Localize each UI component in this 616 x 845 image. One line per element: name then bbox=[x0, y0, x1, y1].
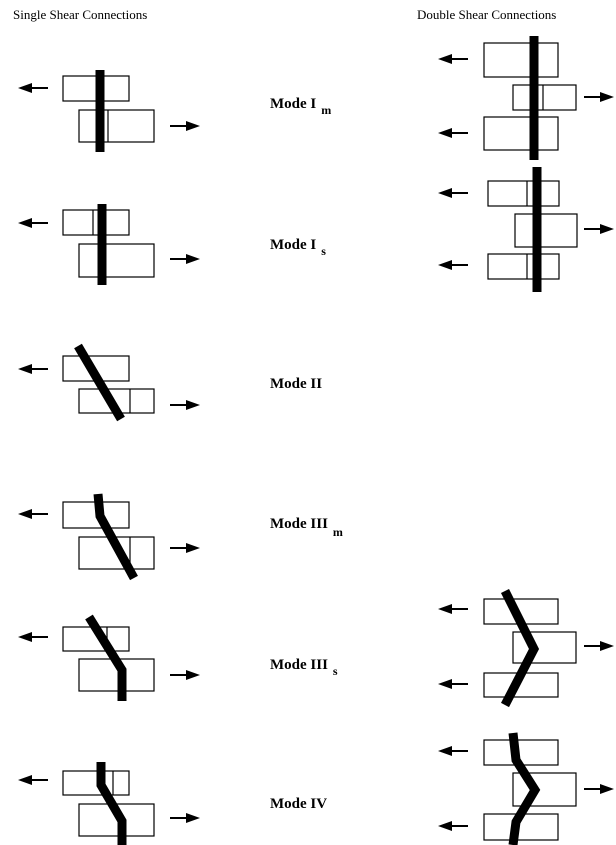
left-arrow-icon bbox=[17, 217, 49, 229]
right-arrow-icon bbox=[169, 812, 201, 824]
mode-label-6: Mode IV bbox=[270, 796, 327, 812]
left-arrow-icon bbox=[437, 259, 469, 271]
single-shear-mode-3 bbox=[17, 343, 201, 422]
lower-plate bbox=[78, 243, 155, 278]
fastener-icon bbox=[85, 614, 127, 701]
single-shear-mode-1 bbox=[17, 70, 201, 152]
left-arrow-icon bbox=[437, 678, 469, 690]
right-arrow-icon bbox=[169, 253, 201, 265]
left-arrow-icon bbox=[437, 53, 469, 65]
fastener-icon bbox=[93, 493, 138, 581]
right-arrow-icon bbox=[583, 783, 615, 795]
left-arrow-icon bbox=[437, 820, 469, 832]
middle-plate bbox=[512, 631, 577, 664]
single-shear-mode-6 bbox=[17, 762, 201, 845]
middle-plate bbox=[514, 213, 578, 248]
right-arrow-icon bbox=[169, 542, 201, 554]
bottom-plate bbox=[483, 116, 559, 151]
double-shear-mode-1 bbox=[437, 36, 615, 160]
right-arrow-icon bbox=[583, 640, 615, 652]
right-arrow-icon bbox=[583, 91, 615, 103]
fastener-icon bbox=[500, 588, 540, 708]
double-shear-mode-2 bbox=[437, 167, 615, 292]
single-shear-header: Single Shear Connections bbox=[13, 7, 147, 22]
mode-label-3: Mode II bbox=[270, 376, 322, 392]
upper-plate bbox=[62, 209, 130, 236]
single-shear-mode-4 bbox=[17, 493, 201, 581]
right-arrow-icon bbox=[169, 120, 201, 132]
single-shear-mode-5 bbox=[17, 614, 201, 701]
lower-plate bbox=[78, 109, 155, 143]
single-shear-mode-2 bbox=[17, 204, 201, 285]
fastener-icon bbox=[74, 343, 125, 422]
left-arrow-icon bbox=[17, 508, 49, 520]
left-arrow-icon bbox=[17, 631, 49, 643]
left-arrow-icon bbox=[437, 127, 469, 139]
left-arrow-icon bbox=[17, 363, 49, 375]
bottom-plate bbox=[487, 253, 560, 280]
top-plate bbox=[483, 42, 559, 78]
right-arrow-icon bbox=[583, 223, 615, 235]
fastener-icon bbox=[96, 762, 127, 845]
left-arrow-icon bbox=[437, 603, 469, 615]
top-plate bbox=[487, 180, 560, 207]
left-arrow-icon bbox=[17, 82, 49, 94]
left-arrow-icon bbox=[17, 774, 49, 786]
double-shear-mode-6 bbox=[437, 732, 615, 845]
double-shear-mode-5 bbox=[437, 588, 615, 708]
right-arrow-icon bbox=[169, 399, 201, 411]
middle-plate bbox=[512, 84, 577, 111]
double-shear-header: Double Shear Connections bbox=[417, 7, 556, 22]
upper-plate bbox=[62, 770, 130, 796]
left-arrow-icon bbox=[437, 745, 469, 757]
left-arrow-icon bbox=[437, 187, 469, 199]
right-arrow-icon bbox=[169, 669, 201, 681]
fastener-icon bbox=[508, 732, 541, 845]
